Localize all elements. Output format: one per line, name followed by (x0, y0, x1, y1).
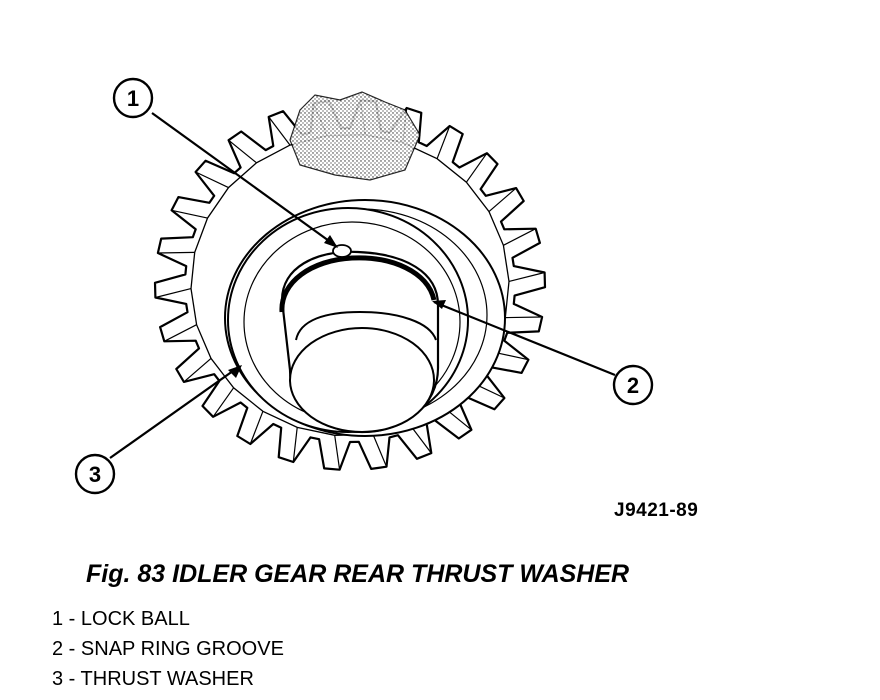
gear-tooth-line (372, 434, 388, 467)
gear-tooth-line (171, 209, 208, 219)
gear-tooth-line (292, 427, 298, 463)
gear-tooth-line (183, 357, 212, 383)
legend-item-separator: - (63, 668, 81, 690)
gear-tooth-line (155, 288, 192, 299)
callout-3-arrowhead (228, 365, 242, 378)
figure-reference-code: J9421-89 (614, 500, 699, 521)
legend-item-number: 1 (52, 608, 64, 630)
callout-1-number: 1 (127, 86, 139, 111)
legend-item: 2 - SNAP RING GROOVE (52, 634, 284, 664)
callout-1: 1 (112, 77, 154, 119)
gear-tooth-line (268, 116, 291, 146)
callout-2-number: 2 (627, 373, 639, 398)
lock-ball (332, 244, 352, 258)
legend-item-label: THRUST WASHER (80, 668, 254, 690)
legend-item: 1 - LOCK BALL (52, 604, 284, 634)
gear-tooth-line (164, 324, 197, 342)
gear-tooth-line (503, 228, 536, 246)
legend-item-label: SNAP RING GROOVE (80, 638, 284, 660)
callout-1-arrowhead (324, 235, 338, 248)
callout-2: 2 (612, 364, 654, 406)
gear-tooth-line (195, 171, 229, 189)
shaft-step (295, 310, 437, 341)
snap-ring-groove (279, 255, 437, 313)
callout-3-number: 3 (89, 462, 101, 487)
legend-item-separator: - (63, 608, 81, 630)
gear-tooth-line (465, 152, 488, 183)
legend-list: 1 - LOCK BALL 2 - SNAP RING GROOVE 3 - T… (52, 604, 284, 694)
gear-tooth-line (157, 251, 195, 254)
legend-item: 3 - THRUST WASHER (52, 664, 284, 694)
shaft-end-face (289, 327, 435, 433)
legend-item-label: LOCK BALL (80, 608, 190, 630)
gear-tooth-line (334, 435, 341, 470)
callout-3-leader (109, 365, 241, 459)
gear-tooth-line (249, 411, 264, 445)
gear-tooth-line (436, 125, 451, 159)
gear-tooth-line (212, 387, 235, 418)
legend-item-number: 3 (52, 668, 64, 690)
legend-item-number: 2 (52, 638, 64, 660)
figure-caption: Fig. 83 IDLER GEAR REAR THRUST WASHER (86, 560, 630, 588)
callout-2-leader (433, 300, 616, 377)
gear-tooth-line (505, 316, 543, 319)
callout-2-arrowhead (432, 300, 446, 309)
callout-1-leader (151, 112, 337, 247)
legend-item-separator: - (63, 638, 81, 660)
gear-tooth-line (228, 139, 257, 164)
gear-shaded-teeth (289, 91, 421, 181)
idler-gear-illustration: 1 2 3 (74, 77, 654, 495)
gear-tooth-line (508, 271, 545, 282)
callout-3: 3 (74, 453, 116, 495)
gear-tooth-line (488, 187, 517, 213)
